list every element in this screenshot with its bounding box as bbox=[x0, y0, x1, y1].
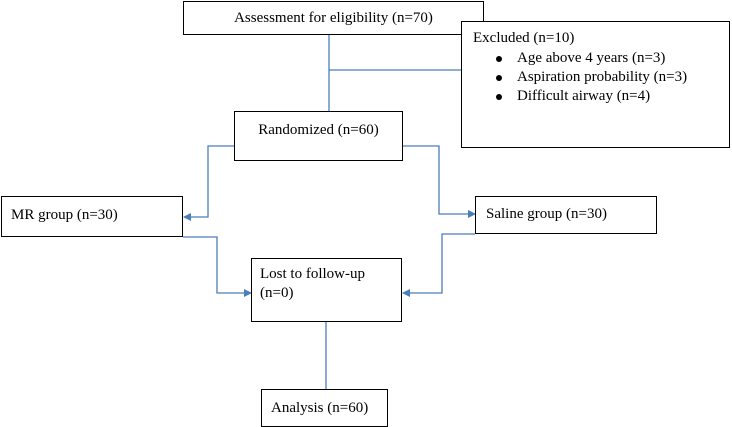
excluded-box: Excluded (n=10) Age above 4 years (n=3) … bbox=[461, 21, 730, 148]
mr-group-box: MR group (n=30) bbox=[1, 196, 183, 237]
connector-randomized-mr bbox=[183, 145, 234, 221]
excluded-reason-item: Difficult airway (n=4) bbox=[473, 87, 729, 106]
assessment-box: Assessment for eligibility (n=70) bbox=[183, 1, 484, 35]
analysis-box: Analysis (n=60) bbox=[261, 389, 388, 427]
connector-mr-lost bbox=[183, 236, 252, 297]
bullet-icon bbox=[496, 56, 502, 62]
mr-group-label: MR group (n=30) bbox=[11, 207, 118, 223]
excluded-reason-label: Age above 4 years (n=3) bbox=[517, 50, 666, 66]
excluded-reason-item: Age above 4 years (n=3) bbox=[473, 49, 729, 68]
bullet-icon bbox=[496, 75, 502, 81]
excluded-reason-label: Aspiration probability (n=3) bbox=[517, 69, 688, 85]
saline-group-label: Saline group (n=30) bbox=[486, 206, 607, 222]
bullet-icon bbox=[496, 94, 502, 100]
connector-randomized-saline bbox=[403, 145, 476, 218]
randomized-box: Randomized (n=60) bbox=[234, 111, 403, 161]
lost-to-followup-count: (n=0) bbox=[260, 285, 294, 301]
analysis-label: Analysis (n=60) bbox=[271, 400, 369, 416]
excluded-reason-item: Aspiration probability (n=3) bbox=[473, 68, 729, 87]
excluded-reasons-list: Age above 4 years (n=3) Aspiration proba… bbox=[473, 49, 729, 106]
excluded-reason-label: Difficult airway (n=4) bbox=[517, 88, 651, 104]
randomized-label: Randomized (n=60) bbox=[258, 122, 379, 138]
saline-group-box: Saline group (n=30) bbox=[475, 196, 657, 234]
lost-to-followup-label: Lost to follow-up bbox=[260, 266, 365, 282]
lost-to-followup-box: Lost to follow-up (n=0) bbox=[251, 258, 402, 322]
excluded-title: Excluded (n=10) bbox=[473, 30, 575, 46]
assessment-label: Assessment for eligibility (n=70) bbox=[234, 10, 433, 26]
connector-saline-lost bbox=[402, 233, 475, 297]
